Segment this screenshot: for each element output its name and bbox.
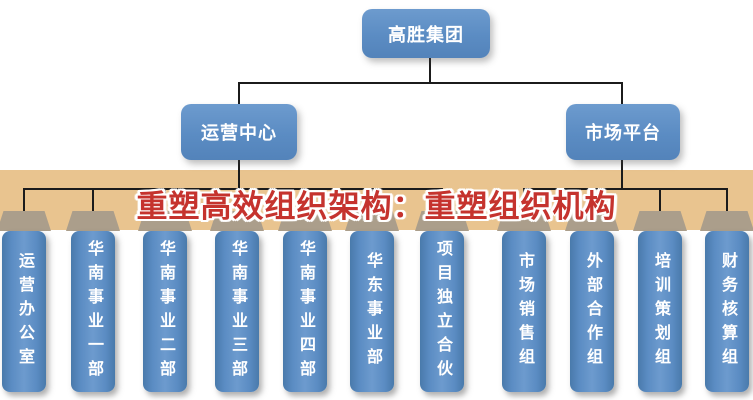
connector-drop-dept-11 xyxy=(726,188,728,212)
org-node-market-platform-label: 市场平台 xyxy=(585,123,661,143)
connector-stem-market xyxy=(621,160,623,190)
dept-column-south-div-2: 华南事业二部 xyxy=(143,231,187,392)
dept-label: 华南事业三部 xyxy=(229,239,246,384)
connector-drop-dept-10 xyxy=(659,188,661,212)
column-cap xyxy=(497,211,551,231)
org-node-operations-center-label: 运营中心 xyxy=(201,123,277,143)
dept-label: 培训策划组 xyxy=(652,251,669,372)
column-cap xyxy=(0,211,51,231)
connector-drop-dept-6 xyxy=(371,188,373,212)
column-cap xyxy=(278,211,332,231)
dept-column-operations-office: 运营办公室 xyxy=(2,231,46,392)
column-cap xyxy=(210,211,264,231)
connector-root-stem xyxy=(429,58,431,82)
dept-column-south-div-3: 华南事业三部 xyxy=(215,231,259,392)
dept-label: 华南事业一部 xyxy=(85,239,102,384)
connector-drop-dept-5 xyxy=(304,188,306,212)
org-node-market-platform: 市场平台 xyxy=(566,104,680,160)
column-cap xyxy=(66,211,120,231)
connector-drop-market xyxy=(621,82,623,104)
column-cap xyxy=(138,211,192,231)
dept-column-independent-partner: 项目独立合伙 xyxy=(420,231,464,392)
org-node-group-label: 高胜集团 xyxy=(388,24,464,45)
connector-drop-dept-7 xyxy=(441,188,443,212)
connector-drop-dept-1 xyxy=(23,188,25,212)
connector-level2-rail xyxy=(238,82,623,84)
connector-drop-operations xyxy=(238,82,240,104)
dept-column-external-cooperation: 外部合作组 xyxy=(570,231,614,392)
dept-label: 财务核算组 xyxy=(719,251,736,372)
dept-label: 华南事业二部 xyxy=(157,239,174,384)
connector-stem-operations xyxy=(238,160,240,190)
connector-drop-dept-2 xyxy=(92,188,94,212)
connector-drop-dept-4 xyxy=(236,188,238,212)
dept-label: 运营办公室 xyxy=(16,251,33,372)
org-node-operations-center: 运营中心 xyxy=(181,104,297,160)
connector-drop-dept-3 xyxy=(164,188,166,212)
dept-column-south-div-4: 华南事业四部 xyxy=(283,231,327,392)
dept-label: 市场销售组 xyxy=(516,251,533,372)
banner-title: 重塑高效组织架构：重塑组织机构 xyxy=(136,189,617,224)
dept-column-market-sales: 市场销售组 xyxy=(502,231,546,392)
column-cap xyxy=(633,211,687,231)
dept-label: 项目独立合伙 xyxy=(434,239,451,384)
dept-column-training-planning: 培训策划组 xyxy=(638,231,682,392)
connector-drop-dept-9 xyxy=(591,188,593,212)
column-cap xyxy=(700,211,753,231)
connector-departments-rail-right xyxy=(523,188,728,190)
dept-label: 外部合作组 xyxy=(584,251,601,372)
dept-column-east-div: 华东事业部 xyxy=(350,231,394,392)
column-cap xyxy=(415,211,469,231)
connector-drop-dept-8 xyxy=(523,188,525,212)
column-cap xyxy=(345,211,399,231)
dept-label: 华南事业四部 xyxy=(297,239,314,384)
column-cap xyxy=(565,211,619,231)
connector-departments-rail-left xyxy=(23,188,443,190)
dept-column-south-div-1: 华南事业一部 xyxy=(71,231,115,392)
org-node-group: 高胜集团 xyxy=(362,9,490,58)
dept-column-financial-accounting: 财务核算组 xyxy=(705,231,749,392)
dept-label: 华东事业部 xyxy=(364,251,381,372)
